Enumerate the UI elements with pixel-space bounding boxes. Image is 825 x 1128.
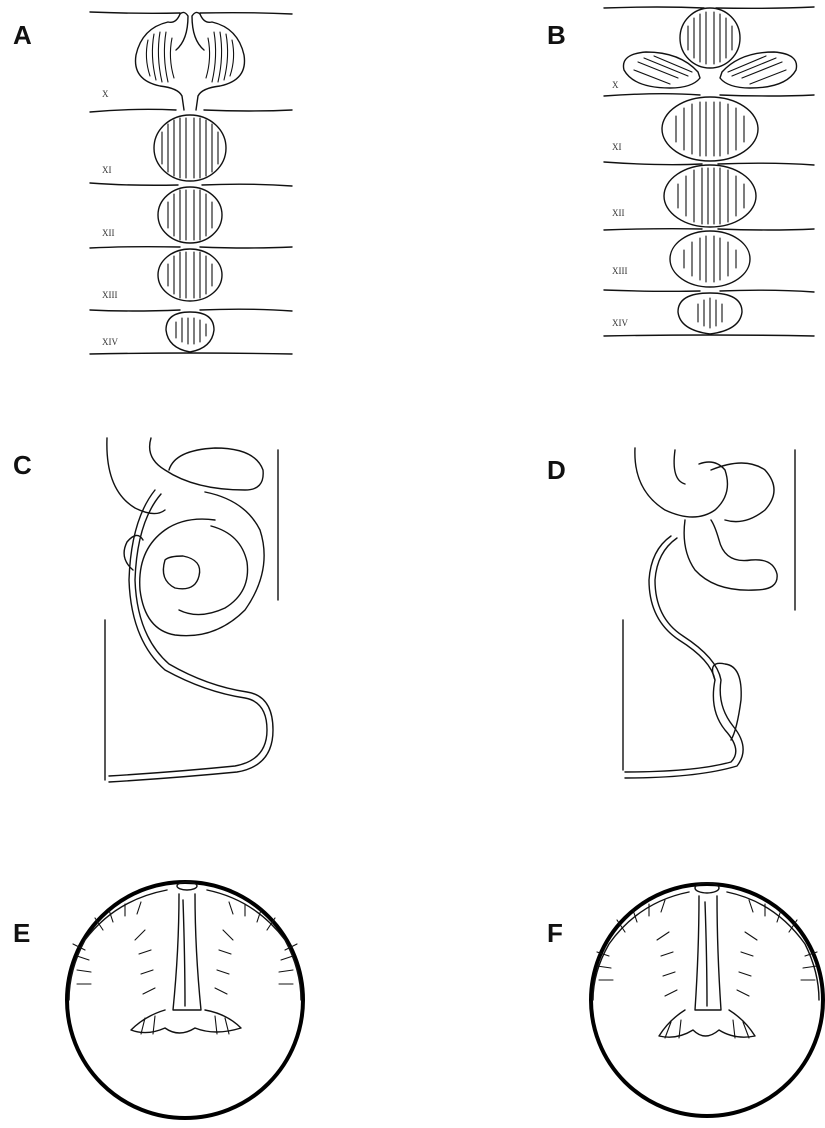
septum-line <box>90 12 180 13</box>
septum-line <box>200 309 292 311</box>
panel-e-diagram <box>55 860 315 1120</box>
septum-line <box>604 229 702 230</box>
panel-c-diagram <box>95 430 295 790</box>
panel-f-diagram <box>585 860 825 1120</box>
coil-loop <box>150 438 264 490</box>
tube-outer <box>109 490 267 776</box>
septum-line <box>604 290 700 291</box>
gland-body <box>680 8 740 68</box>
gland-swelling <box>713 663 742 740</box>
coil-loop <box>684 520 777 590</box>
septum-line <box>604 7 704 8</box>
gland-lobe <box>196 14 245 110</box>
gland-body <box>166 312 214 352</box>
septum-line <box>202 184 292 186</box>
septum-line <box>90 247 180 248</box>
septum-line <box>716 7 814 8</box>
septum-line <box>200 13 292 14</box>
lamellae <box>168 190 212 240</box>
lamellae <box>676 102 744 156</box>
lamellae <box>176 318 206 344</box>
gland-stalk <box>695 896 721 1010</box>
panel-label-f: F <box>547 918 563 949</box>
septum-line <box>604 162 702 165</box>
lamellae <box>684 236 736 282</box>
septum-line <box>200 247 292 248</box>
septum-line <box>204 110 292 111</box>
septum-line <box>90 310 180 311</box>
lamellae <box>162 118 218 178</box>
septum-line <box>604 335 814 336</box>
septum-line <box>90 109 176 112</box>
gland-body <box>154 115 226 181</box>
gland-stalk <box>183 900 185 1006</box>
segment-label: XI <box>102 165 112 175</box>
segment-label: XIII <box>102 290 118 300</box>
coil-loop <box>711 463 774 522</box>
panel-label-d: D <box>547 455 566 486</box>
segment-label: XI <box>612 142 622 152</box>
tube-inner <box>625 538 743 778</box>
panel-label-e: E <box>13 918 30 949</box>
septum-line <box>90 183 178 185</box>
panel-label-c: C <box>13 450 32 481</box>
gland-lobe <box>136 14 185 110</box>
lamellae <box>698 298 722 328</box>
segment-label: XII <box>102 228 115 238</box>
septum-line <box>720 290 814 292</box>
tube-outer <box>625 536 736 772</box>
lamellae <box>634 56 786 84</box>
segment-label: XIV <box>102 337 118 347</box>
gland-body <box>670 231 750 287</box>
lamellae <box>688 12 732 64</box>
gland-stalk <box>173 894 201 1010</box>
septum-line <box>718 229 814 230</box>
septum-line <box>604 94 700 96</box>
segment-label: XIV <box>612 318 628 328</box>
lamellae <box>146 32 233 82</box>
lamellae <box>678 168 744 224</box>
gland-fold <box>659 1010 755 1037</box>
segment-label: X <box>612 80 619 90</box>
panel-a-diagram: X XI XII XIII XIV <box>80 0 300 360</box>
gland-fold <box>131 1010 241 1033</box>
segment-label: XII <box>612 208 625 218</box>
segment-label: XIII <box>612 266 628 276</box>
septum-line <box>720 95 814 96</box>
panel-label-a: A <box>13 20 32 51</box>
gland-fold <box>727 892 819 1000</box>
lamellae <box>168 252 212 298</box>
gland-stalk <box>705 902 707 1006</box>
coil-loop <box>107 438 165 514</box>
coil-loop <box>163 556 199 589</box>
segment-label: X <box>102 89 109 99</box>
gland-fold <box>593 892 689 1000</box>
coil-loop <box>674 450 685 484</box>
panel-label-b: B <box>547 20 566 51</box>
septum-line <box>90 353 292 354</box>
panel-d-diagram <box>615 440 815 790</box>
panel-b-diagram: X XI XII XIII XIV <box>600 0 820 345</box>
septum-line <box>718 163 814 165</box>
coil-loop <box>179 526 248 615</box>
